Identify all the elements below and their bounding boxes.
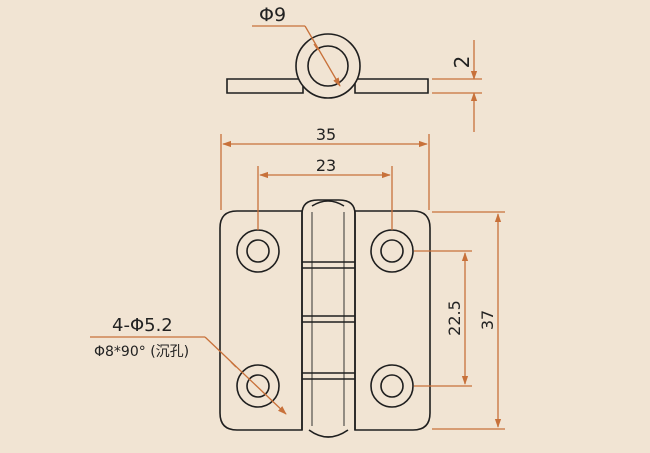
hole-top-right — [370, 229, 414, 273]
overall-height-label: 37 — [478, 310, 497, 330]
hole-bottom-left — [236, 364, 280, 408]
holes-callout-label: 4-Φ5.2 — [112, 315, 173, 336]
hole-pitch-vertical-label: 22.5 — [445, 300, 464, 336]
hole-top-left — [236, 229, 280, 273]
pin-diameter-dimension — [252, 25, 341, 87]
side-leaf-left — [226, 78, 304, 94]
countersink-callout-label: Φ8*90° (沉孔) — [94, 344, 189, 360]
hole-pitch-horizontal-dimension — [257, 166, 393, 230]
hole-bottom-right — [370, 364, 414, 408]
pin-diameter-label: Φ9 — [259, 4, 286, 26]
thickness-label: 2 — [450, 56, 474, 69]
plate-outline — [219, 210, 303, 431]
knuckle-top-cap — [311, 200, 345, 207]
side-knuckle-inner — [307, 45, 349, 87]
overall-width-label: 35 — [316, 125, 336, 144]
hole-pitch-vertical-dimension — [414, 250, 472, 387]
knuckle-barrel — [301, 199, 356, 430]
side-view — [226, 33, 429, 99]
hole-pitch-horizontal-label: 23 — [316, 156, 336, 175]
knuckle-bottom-cap — [308, 429, 349, 438]
plate-outline-right — [354, 210, 431, 431]
holes-callout-leader — [90, 336, 287, 415]
front-view — [219, 199, 431, 438]
thickness-dimension — [432, 40, 482, 132]
overall-height-dimension — [432, 211, 505, 430]
overall-width-dimension — [220, 134, 430, 210]
side-leaf-right — [354, 78, 429, 94]
